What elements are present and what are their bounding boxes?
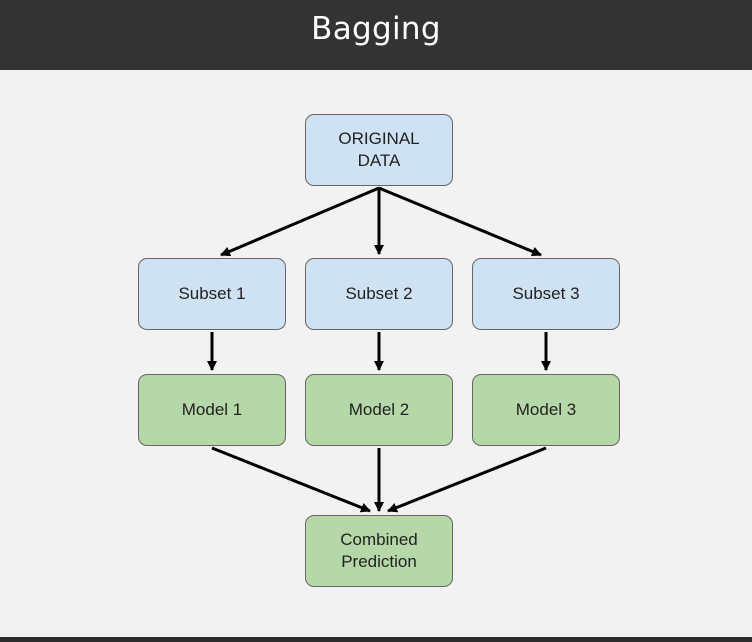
node-subset-3: Subset 3 bbox=[472, 258, 620, 330]
node-subset-2: Subset 2 bbox=[305, 258, 453, 330]
bottom-bar bbox=[0, 637, 752, 642]
edge-original-subset3 bbox=[378, 186, 542, 257]
edge-model1-combined bbox=[211, 446, 371, 513]
node-model-1: Model 1 bbox=[138, 374, 286, 446]
node-combined-prediction: Combined Prediction bbox=[305, 515, 453, 587]
edge-model3-combined bbox=[387, 446, 547, 513]
node-model-3: Model 3 bbox=[472, 374, 620, 446]
slide-title: Bagging bbox=[311, 11, 441, 47]
node-subset-1: Subset 1 bbox=[138, 258, 286, 330]
edge-original-subset1 bbox=[220, 186, 380, 257]
node-model-2: Model 2 bbox=[305, 374, 453, 446]
node-original-data: ORIGINAL DATA bbox=[305, 114, 453, 186]
title-bar: Bagging bbox=[0, 0, 752, 70]
